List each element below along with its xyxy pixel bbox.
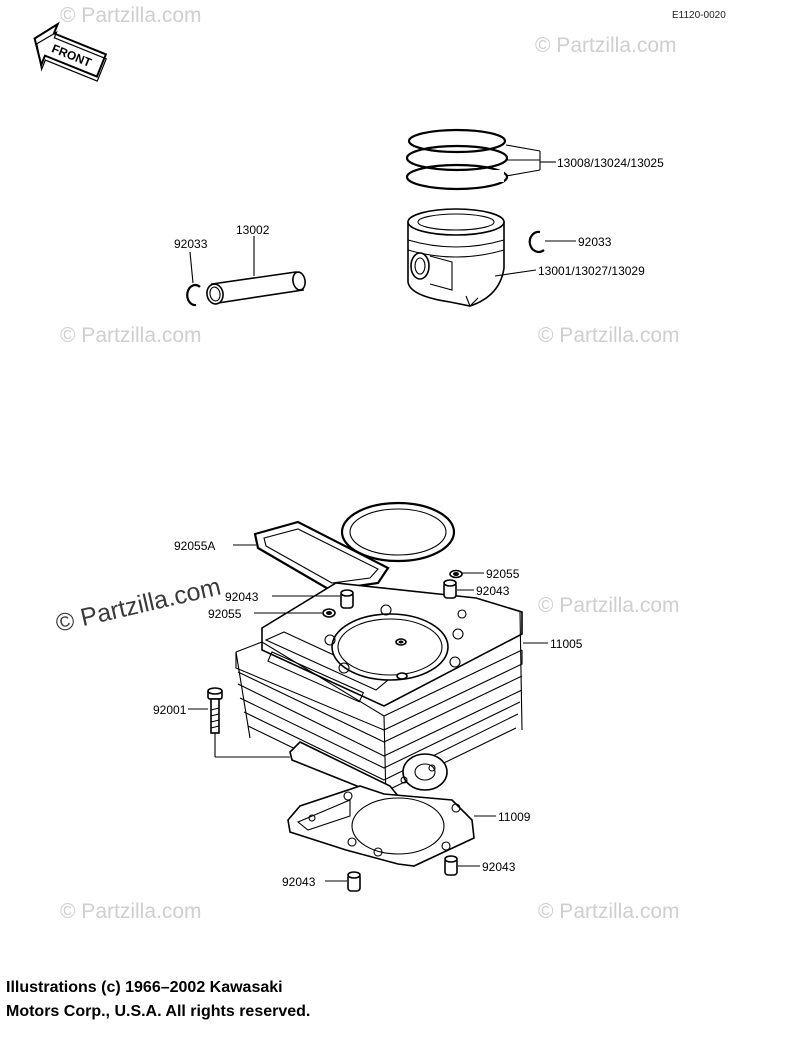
pin-right-top <box>443 579 457 599</box>
bolt <box>207 687 223 734</box>
copyright-line-1: Illustrations (c) 1966–2002 Kawasaki <box>6 979 283 996</box>
piston-rings <box>405 128 556 191</box>
watermark: © Partzilla.com <box>538 900 680 923</box>
callout-pin-right-top: 92043 <box>476 584 510 598</box>
watermark: © Partzilla.com <box>53 573 223 638</box>
dowel-left-top <box>322 608 336 618</box>
watermark: © Partzilla.com <box>60 4 202 27</box>
circlip-right <box>528 230 545 253</box>
cylinder-block <box>235 582 523 801</box>
piston-pin <box>206 271 306 305</box>
pin-right-bottom <box>444 855 458 876</box>
callout-circlip-left: 92033 <box>174 237 208 251</box>
watermark: © Partzilla.com <box>538 594 680 617</box>
callout-dowel-left-top: 92055 <box>208 607 242 621</box>
diagram-code: E1120-0020 <box>672 10 726 21</box>
copyright-line-2: Motors Corp., U.S.A. All rights reserved… <box>6 1003 311 1020</box>
deck-dowel <box>396 672 408 680</box>
deck-dowel <box>398 640 404 644</box>
head-gasket-ring <box>340 501 456 563</box>
callout-piston: 13001/13027/13029 <box>538 264 645 278</box>
cover-gasket <box>253 520 390 592</box>
front-arrow-icon: FRONT <box>33 21 108 82</box>
watermark: © Partzilla.com <box>538 324 680 347</box>
callout-bolt: 92001 <box>153 703 187 717</box>
watermark: © Partzilla.com <box>60 900 202 923</box>
pin-left-bottom <box>347 871 361 892</box>
callout-head-gasket: 92055A <box>174 539 215 553</box>
callout-pin-left-top: 92043 <box>225 590 259 604</box>
callout-circlip-right: 92033 <box>578 235 612 249</box>
callout-pin-right-bottom: 92043 <box>482 860 516 874</box>
callout-pin-left-bottom: 92043 <box>282 875 316 889</box>
dowel-right-top <box>449 569 463 579</box>
piston <box>407 208 505 307</box>
circlip-left <box>186 284 201 307</box>
copyright-footer: Illustrations (c) 1966–2002 Kawasaki Mot… <box>6 976 566 1024</box>
callout-pin: 13002 <box>236 223 270 237</box>
pin-left-top <box>340 589 354 609</box>
watermark: © Partzilla.com <box>60 324 202 347</box>
callout-base-gasket: 11009 <box>498 810 531 824</box>
watermark: © Partzilla.com <box>535 34 677 57</box>
callout-rings: 13008/13024/13025 <box>557 156 664 170</box>
callout-cylinder: 11005 <box>550 637 583 651</box>
base-gasket <box>287 785 475 867</box>
callout-dowel-right-top: 92055 <box>486 567 520 581</box>
